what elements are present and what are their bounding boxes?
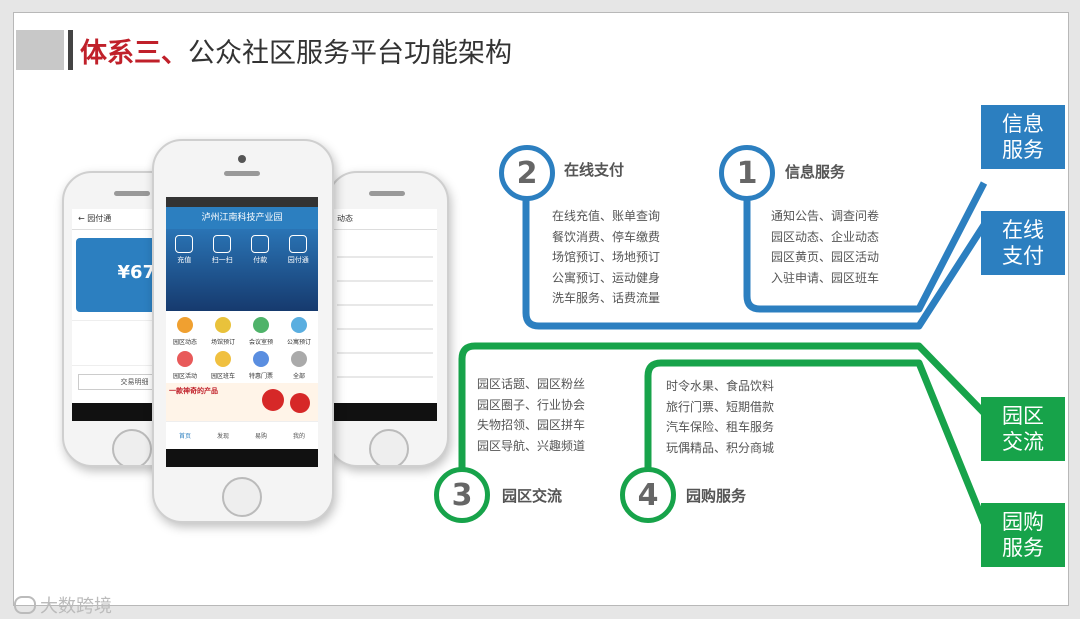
- quick-label: 扫一扫: [212, 256, 233, 264]
- weibo-icon: [14, 596, 36, 614]
- list-item: 时令水果、食品饮料: [666, 376, 774, 397]
- node-2-label: 在线支付: [564, 159, 624, 180]
- screen-header-title: 园付通: [87, 214, 111, 223]
- tab-discover[interactable]: 发现: [217, 431, 229, 440]
- phone-right: 动态: [327, 171, 449, 467]
- node-4-label: 园购服务: [686, 485, 746, 506]
- grid-label: 园区动态: [166, 337, 204, 346]
- grid-label: 园区班车: [204, 371, 242, 380]
- front-camera: [238, 155, 246, 163]
- app-title: 泸州江南科技产业园: [166, 207, 318, 229]
- grid-item[interactable]: 公寓预订: [280, 315, 318, 349]
- grid-item[interactable]: 场馆预订: [204, 315, 242, 349]
- tag-line: 园区: [1000, 403, 1046, 429]
- quick-recharge[interactable]: 充值: [175, 235, 193, 311]
- node-2-number: 2: [499, 145, 555, 201]
- promo-banner[interactable]: 一款神奇的产品: [166, 383, 318, 421]
- tab-mine[interactable]: 我的: [293, 431, 305, 440]
- node-1-number: 1: [719, 145, 775, 201]
- tab-home[interactable]: 首页: [179, 431, 191, 440]
- tag-line: 信息: [1000, 111, 1046, 137]
- android-navbar: [166, 449, 318, 467]
- phone-speaker: [369, 191, 405, 196]
- node-4-items: 时令水果、食品饮料 旅行门票、短期借款 汽车保险、租车服务 玩偶精品、积分商城: [666, 376, 774, 458]
- grid-label: 场馆预订: [204, 337, 242, 346]
- quick-label: 付款: [253, 256, 267, 264]
- grid-item[interactable]: 全部: [280, 349, 318, 383]
- phone-speaker: [224, 171, 260, 176]
- phone-center: 泸州江南科技产业园 充值 扫一扫 付款 园付通 园区动态 场馆预订 会议室预 公…: [152, 139, 334, 523]
- tag-park-exchange: 园区交流: [981, 397, 1065, 461]
- list-item: 通知公告、调查问卷: [771, 206, 879, 227]
- tag-line: 交流: [1000, 429, 1046, 455]
- grid-item[interactable]: 特惠门票: [242, 349, 280, 383]
- list-item: 园区导航、兴趣频道: [477, 436, 585, 457]
- quick-pay[interactable]: 付款: [251, 235, 269, 311]
- list-item: 汽车保险、租车服务: [666, 417, 774, 438]
- quick-label: 充值: [177, 256, 191, 264]
- list-item: 失物招领、园区拼车: [477, 415, 585, 436]
- list-item: 旅行门票、短期借款: [666, 397, 774, 418]
- quick-label: 园付通: [288, 256, 309, 264]
- news-list: [337, 234, 433, 384]
- grid-item[interactable]: 园区班车: [204, 349, 242, 383]
- list-item: 场馆预订、场地预订: [552, 247, 660, 268]
- grid-item[interactable]: 园区动态: [166, 315, 204, 349]
- list-item: 公寓预订、运动健身: [552, 268, 660, 289]
- tag-line: 园购: [1000, 509, 1046, 535]
- node-3-items: 园区话题、园区粉丝 园区圈子、行业协会 失物招领、园区拼车 园区导航、兴趣频道: [477, 374, 585, 456]
- android-navbar: [333, 403, 437, 421]
- tag-line: 支付: [1000, 243, 1046, 269]
- grid-label: 全部: [280, 371, 318, 380]
- watermark-text: 大数跨境: [40, 596, 112, 617]
- home-button[interactable]: [222, 477, 262, 517]
- grid-label: 会议室预: [242, 337, 280, 346]
- tag-line: 服务: [1000, 535, 1046, 561]
- screen-header-title: 动态: [333, 209, 437, 230]
- node-2-items: 在线充值、账单查询 餐饮消费、停车缴费 场馆预订、场地预订 公寓预订、运动健身 …: [552, 206, 660, 309]
- phone-center-screen: 泸州江南科技产业园 充值 扫一扫 付款 园付通 园区动态 场馆预订 会议室预 公…: [166, 197, 318, 467]
- list-item: 园区动态、企业动态: [771, 227, 879, 248]
- list-item: 餐饮消费、停车缴费: [552, 227, 660, 248]
- list-item: 园区黄页、园区活动: [771, 247, 879, 268]
- node-1-label: 信息服务: [785, 161, 845, 182]
- list-item: 洗车服务、话费流量: [552, 288, 660, 309]
- node-4-number: 4: [620, 467, 676, 523]
- home-button[interactable]: [369, 429, 409, 467]
- tag-online-payment: 在线支付: [981, 211, 1065, 275]
- tag-line: 在线: [1000, 217, 1046, 243]
- tag-line: 服务: [1000, 137, 1046, 163]
- home-button[interactable]: [112, 429, 152, 467]
- grid-label: 特惠门票: [242, 371, 280, 380]
- promo-text: 一款神奇的产品: [169, 387, 218, 395]
- bottom-tabs: 首页 发现 易购 我的: [166, 421, 318, 440]
- list-item: 园区话题、园区粉丝: [477, 374, 585, 395]
- list-item: 园区圈子、行业协会: [477, 395, 585, 416]
- list-item: 玩偶精品、积分商城: [666, 438, 774, 459]
- list-item: 入驻申请、园区班车: [771, 268, 879, 289]
- list-item: 在线充值、账单查询: [552, 206, 660, 227]
- grid-label: 公寓预订: [280, 337, 318, 346]
- hero-banner: 充值 扫一扫 付款 园付通: [166, 229, 318, 311]
- feature-grid: 园区动态 场馆预订 会议室预 公寓预订 园区活动 园区班车 特惠门票 全部: [166, 311, 318, 383]
- watermark: 大数跨境: [14, 592, 112, 618]
- tag-park-shopping: 园购服务: [981, 503, 1065, 567]
- grid-label: 园区活动: [166, 371, 204, 380]
- tag-info-service: 信息服务: [981, 105, 1065, 169]
- tab-shop[interactable]: 易购: [255, 431, 267, 440]
- quick-wallet[interactable]: 园付通: [288, 235, 309, 311]
- grid-item[interactable]: 园区活动: [166, 349, 204, 383]
- quick-scan[interactable]: 扫一扫: [212, 235, 233, 311]
- grid-item[interactable]: 会议室预: [242, 315, 280, 349]
- node-3-number: 3: [434, 467, 490, 523]
- slide: 体系三、公众社区服务平台功能架构 1 信息服务 通知公告、调查问卷 园区动态、企…: [13, 12, 1069, 606]
- node-3-label: 园区交流: [502, 485, 562, 506]
- phone-right-screen: 动态: [333, 209, 437, 421]
- status-bar: [166, 197, 318, 207]
- phone-speaker: [114, 191, 150, 196]
- node-1-items: 通知公告、调查问卷 园区动态、企业动态 园区黄页、园区活动 入驻申请、园区班车: [771, 206, 879, 288]
